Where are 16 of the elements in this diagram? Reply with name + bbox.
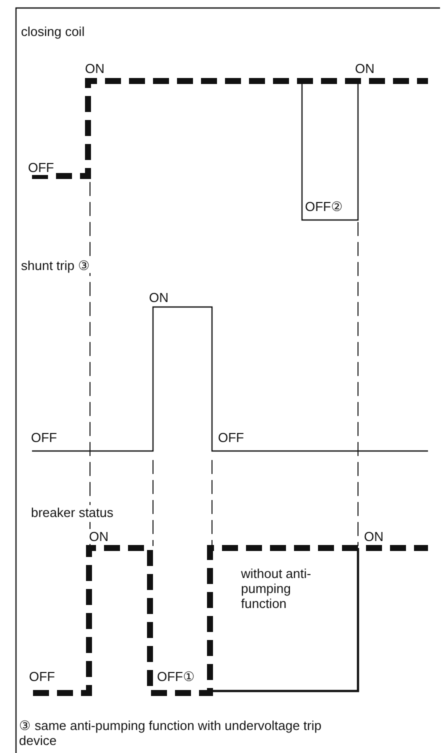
footnote-text: ③ same anti-pumping function with undervoltage trip device [19,718,322,748]
signal-label: closing coil [20,24,86,39]
signal-label: breaker status [30,505,114,520]
state-label: ON [363,529,384,544]
state-label: OFF [28,669,56,684]
state-label: ON [148,290,170,305]
state-label: OFF [27,160,55,175]
state-label: ON [84,61,106,76]
signal-label: shunt trip ③ [20,258,92,273]
state-label: OFF② [304,199,344,214]
note-text: without anti-pumping function [240,566,312,611]
state-label: OFF [217,430,245,445]
state-label: ON [88,529,110,544]
state-label: OFF① [156,669,196,684]
state-label: OFF [30,430,58,445]
state-label: ON [354,61,376,76]
